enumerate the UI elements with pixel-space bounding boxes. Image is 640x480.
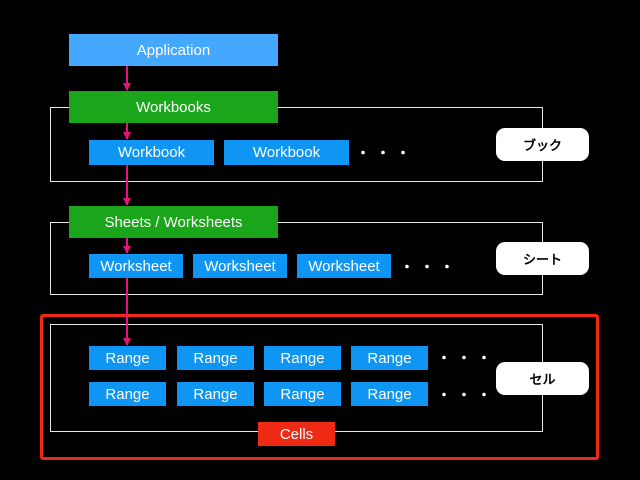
worksheet-node: Worksheet [193, 254, 287, 278]
workbooks-badge: ブック [496, 128, 589, 161]
cells-label: Cells [258, 422, 335, 446]
workbooks-node: Workbooks [69, 91, 278, 123]
workbook-ellipsis: ・・・ [356, 145, 416, 161]
workbook-node: Workbook [89, 140, 214, 165]
range-node: Range [89, 346, 166, 370]
worksheet-node: Worksheet [297, 254, 391, 278]
cells-highlight-frame [40, 314, 599, 460]
range-node: Range [264, 346, 341, 370]
cells-badge: セル [496, 362, 589, 395]
worksheet-ellipsis: ・・・ [400, 259, 460, 275]
sheets-badge: シート [496, 242, 589, 275]
application-node: Application [69, 34, 278, 66]
workbook-node: Workbook [224, 140, 349, 165]
range-node: Range [89, 382, 166, 406]
range-node: Range [177, 382, 254, 406]
range-row-ellipsis: ・・・ [437, 350, 497, 366]
range-node: Range [351, 346, 428, 370]
worksheet-node: Worksheet [89, 254, 183, 278]
sheets-node: Sheets / Worksheets [69, 206, 278, 238]
range-node: Range [264, 382, 341, 406]
range-row-ellipsis: ・・・ [437, 387, 497, 403]
range-node: Range [177, 346, 254, 370]
range-node: Range [351, 382, 428, 406]
